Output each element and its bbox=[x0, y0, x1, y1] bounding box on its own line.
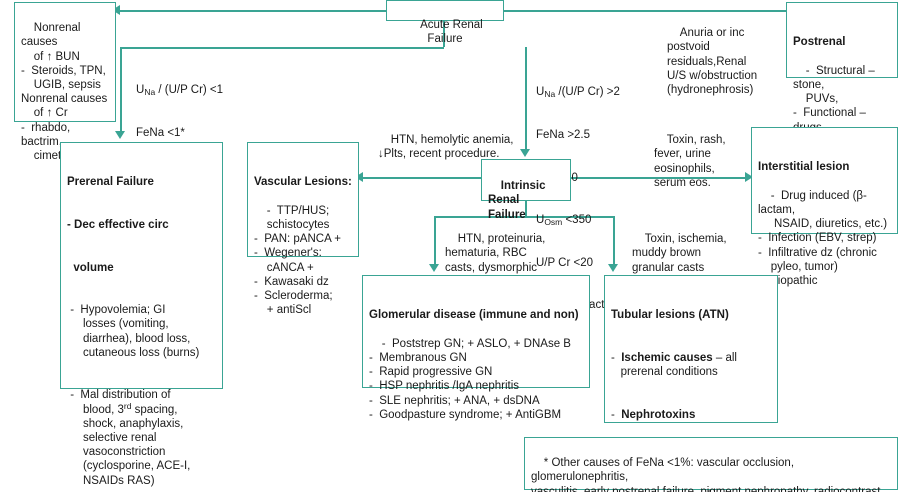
glomerular-disease-list: - Poststrep GN; + ASLO, + DNAse B - Memb… bbox=[369, 337, 571, 421]
arrow-to-tubular bbox=[608, 264, 618, 272]
annotation-postrenal-criteria: Anuria or inc postvoid residuals,Renal U… bbox=[667, 12, 787, 111]
node-glomerular-disease[interactable]: Glomerular disease (immune and non) - Po… bbox=[362, 275, 590, 421]
intrinsic-criteria-line-0: UNa /(U/P Cr) >2 bbox=[536, 86, 620, 100]
arrow-to-nonrenal bbox=[112, 5, 120, 15]
connector-intrinsic-to-interstitial bbox=[570, 177, 748, 179]
acute-renal-failure-label: Acute Renal Failure bbox=[420, 19, 486, 46]
nonrenal-causes-text: Nonrenal causes of ↑ BUN - Steroids, TPN… bbox=[21, 22, 108, 162]
tubular-ischemic: - Ischemic causes – all prerenal conditi… bbox=[611, 352, 737, 379]
prerenal-criteria-line-0: UNa / (U/P Cr) <1 bbox=[136, 84, 224, 98]
intrinsic-criteria-line-1: FeNa >2.5 bbox=[536, 129, 591, 142]
node-prerenal-failure[interactable]: Prerenal Failure - Dec effective circ vo… bbox=[60, 142, 223, 487]
postrenal-criteria-text: Anuria or inc postvoid residuals,Renal U… bbox=[667, 27, 758, 97]
prerenal-criteria-line-1: FeNa <1* bbox=[136, 127, 185, 140]
connector-intrinsic-split bbox=[434, 216, 614, 218]
arrow-to-interstitial bbox=[745, 172, 753, 182]
node-acute-renal-failure[interactable]: Acute Renal Failure bbox=[386, 0, 504, 45]
intrinsic-criteria-line-4: U/P Cr <20 bbox=[536, 256, 593, 269]
intrinsic-renal-failure-label: Intrinsic Renal Failure bbox=[488, 180, 546, 221]
prerenal-hypovolemia: - Hypovolemia; GI losses (vomiting, diar… bbox=[70, 304, 200, 359]
vascular-lesions-title: Vascular Lesions: bbox=[254, 176, 352, 189]
connector-intrinsic-vertical bbox=[525, 47, 527, 151]
arrow-to-prerenal bbox=[115, 131, 125, 139]
node-tubular-lesions[interactable]: Tubular lesions (ATN) - Ischemic causes … bbox=[604, 275, 778, 492]
arrow-to-glomerular bbox=[429, 264, 439, 272]
connector-root-stem bbox=[443, 21, 445, 47]
tubular-lesions-title: Tubular lesions (ATN) bbox=[611, 309, 729, 322]
node-intrinsic-renal-failure[interactable]: Intrinsic Renal Failure bbox=[481, 159, 571, 221]
node-vascular-lesions[interactable]: Vascular Lesions: - TTP/HUS; schistocyte… bbox=[247, 142, 359, 316]
glomerular-disease-title: Glomerular disease (immune and non) bbox=[369, 309, 579, 322]
tubular-clues-text: Toxin, ischemia, muddy brown granular ca… bbox=[632, 233, 727, 274]
prerenal-maldistribution: - Mal distribution of blood, 3rd spacing… bbox=[70, 389, 191, 487]
prerenal-dec-effective-circ-cont: volume bbox=[67, 261, 114, 274]
node-nonrenal-causes[interactable]: Nonrenal causes of ↑ BUN - Steroids, TPN… bbox=[14, 2, 116, 162]
connector-prerenal-vertical bbox=[120, 47, 122, 133]
connector-spine-left bbox=[120, 10, 450, 12]
interstitial-lesion-title: Interstitial lesion bbox=[758, 161, 850, 174]
vascular-clues-text: HTN, hemolytic anemia, ↓Plts, recent pro… bbox=[378, 134, 514, 161]
prerenal-dec-effective-circ: - Dec effective circ bbox=[67, 219, 169, 232]
connector-intrinsic-bottom-stem bbox=[525, 200, 527, 217]
node-footnote: * Other causes of FeNa <1%: vascular occ… bbox=[524, 437, 898, 492]
intrinsic-criteria-line-3: UOsm <350 bbox=[536, 214, 592, 228]
connector-to-glomerular bbox=[434, 216, 436, 266]
footnote-text: * Other causes of FeNa <1%: vascular occ… bbox=[531, 457, 881, 492]
interstitial-clues-text: Toxin, rash, fever, urine eosinophils, s… bbox=[654, 134, 726, 189]
annotation-interstitial-clues: Toxin, rash, fever, urine eosinophils, s… bbox=[654, 119, 744, 204]
connector-to-tubular bbox=[613, 216, 615, 266]
connector-prerenal-horizontal bbox=[120, 47, 444, 49]
interstitial-lesion-list: - Drug induced (β-lactam, NSAID, diureti… bbox=[758, 189, 888, 288]
node-postrenal[interactable]: Postrenal - Structural – stone, PUVs, - … bbox=[786, 2, 898, 162]
vascular-lesions-list: - TTP/HUS; schistocytes - PAN: pANCA + -… bbox=[254, 204, 342, 317]
arrow-to-vascular bbox=[355, 172, 363, 182]
annotation-tubular-clues: Toxin, ischemia, muddy brown granular ca… bbox=[632, 218, 742, 289]
connector-intrinsic-to-vascular bbox=[363, 177, 481, 179]
connector-spine-right bbox=[495, 10, 795, 12]
arrow-to-intrinsic bbox=[520, 149, 530, 157]
prerenal-failure-title: Prerenal Failure bbox=[67, 176, 154, 189]
tubular-nephrotoxins: - Nephrotoxins bbox=[611, 408, 696, 421]
node-interstitial-lesion[interactable]: Interstitial lesion - Drug induced (β-la… bbox=[751, 127, 898, 287]
postrenal-title: Postrenal bbox=[793, 36, 846, 49]
annotation-vascular-clues: HTN, hemolytic anemia, ↓Plts, recent pro… bbox=[378, 119, 538, 176]
